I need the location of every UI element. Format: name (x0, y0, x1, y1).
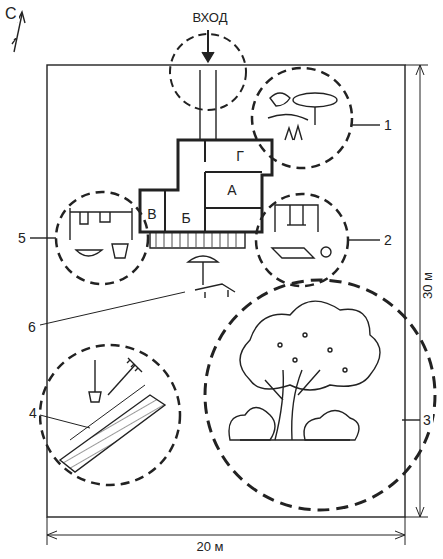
callout-number: 6 (26, 320, 38, 334)
dimension-label: 30 м (421, 269, 434, 300)
entrance-label: ВХОД (191, 11, 230, 24)
callout-number: 1 (382, 118, 394, 132)
callout-number: 3 (421, 413, 433, 427)
dimension-label: 20 м (194, 540, 225, 553)
callout-number: 5 (16, 231, 28, 245)
room-letter: Б (179, 211, 192, 225)
callout-number: 4 (27, 406, 39, 420)
room-letter: А (225, 183, 238, 197)
room-letter: В (145, 207, 158, 221)
room-letter: Г (234, 149, 246, 163)
callout-number: 2 (382, 233, 394, 247)
north-letter: С (3, 6, 19, 22)
